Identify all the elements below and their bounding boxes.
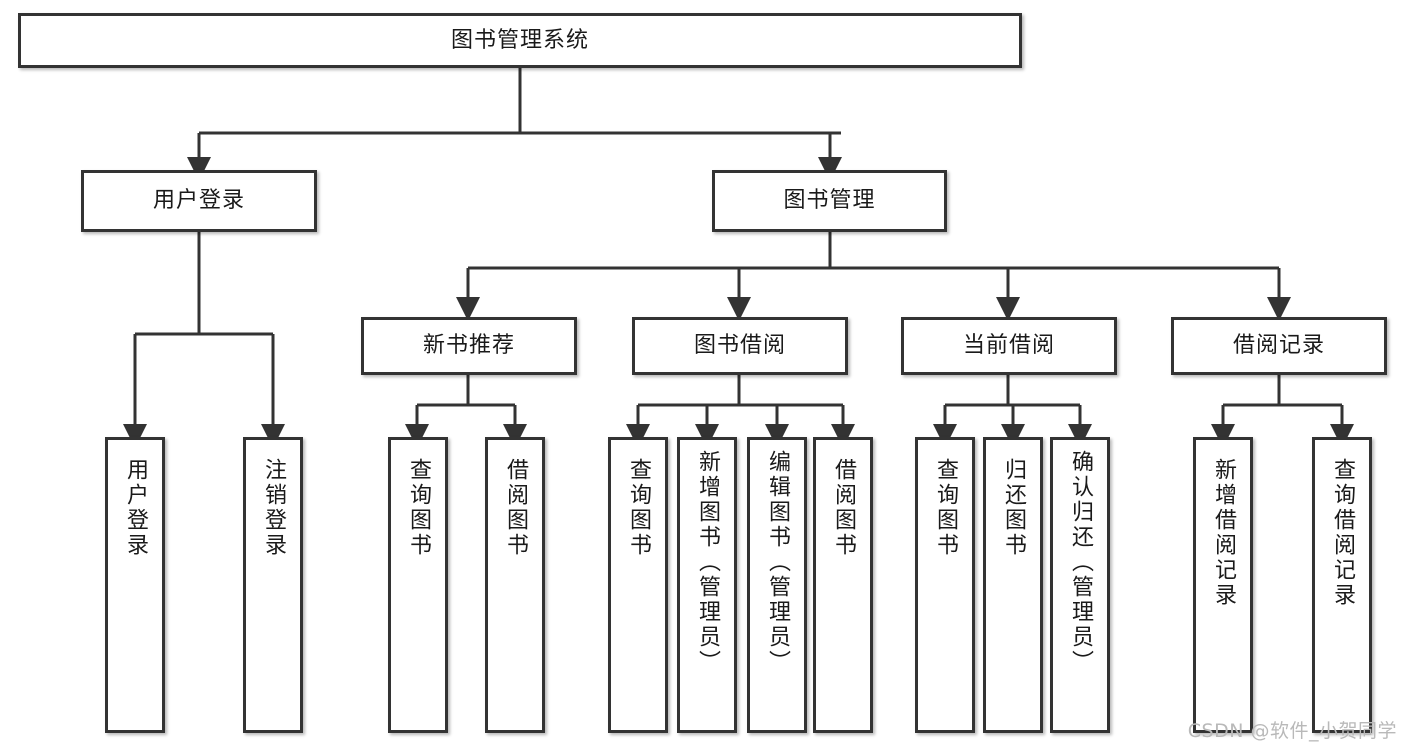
node-root-system[interactable]: 图书管理系统 [18, 13, 1022, 68]
node-label: 图书借阅 [693, 333, 786, 359]
node-current-borrow[interactable]: 当前借阅 [901, 317, 1117, 375]
node-borrow-record[interactable]: 借阅记录 [1171, 317, 1387, 375]
leaf-user-login-login[interactable]: 用户登录 [105, 437, 165, 733]
node-new-book-recommend[interactable]: 新书推荐 [361, 317, 577, 375]
node-user-login[interactable]: 用户登录 [81, 170, 317, 232]
node-book-management[interactable]: 图书管理 [712, 170, 947, 232]
node-label: 新增借阅记录 [1210, 458, 1236, 608]
node-label: 用户登录 [122, 458, 148, 558]
node-label: 编辑图书（管理员） [764, 450, 790, 675]
node-label: 归还图书 [1000, 458, 1026, 558]
leaf-current-return-book[interactable]: 归还图书 [983, 437, 1043, 733]
node-label: 查询图书 [625, 458, 651, 558]
leaf-record-query-record[interactable]: 查询借阅记录 [1312, 437, 1372, 733]
node-label: 查询图书 [405, 458, 431, 558]
node-label: 查询图书 [932, 458, 958, 558]
node-label: 注销登录 [260, 458, 286, 558]
leaf-borrow-edit-book[interactable]: 编辑图书（管理员） [747, 437, 807, 733]
node-label: 借阅图书 [502, 458, 528, 558]
node-label: 新书推荐 [422, 333, 515, 359]
leaf-recommend-query-book[interactable]: 查询图书 [388, 437, 448, 733]
leaf-recommend-borrow-book[interactable]: 借阅图书 [485, 437, 545, 733]
watermark-text: CSDN @软件_小贺同学 [1187, 720, 1397, 742]
leaf-borrow-add-book[interactable]: 新增图书（管理员） [677, 437, 737, 733]
leaf-current-query-book[interactable]: 查询图书 [915, 437, 975, 733]
node-label: 借阅记录 [1232, 333, 1325, 359]
node-label: 图书管理系统 [450, 27, 589, 53]
leaf-record-add-record[interactable]: 新增借阅记录 [1193, 437, 1253, 733]
leaf-borrow-query-book[interactable]: 查询图书 [608, 437, 668, 733]
node-book-borrow[interactable]: 图书借阅 [632, 317, 848, 375]
leaf-borrow-borrow-book[interactable]: 借阅图书 [813, 437, 873, 733]
node-label: 用户登录 [152, 188, 245, 214]
node-label: 确认归还（管理员） [1067, 450, 1093, 675]
leaf-current-confirm-return[interactable]: 确认归还（管理员） [1050, 437, 1110, 733]
node-label: 图书管理 [783, 188, 876, 214]
leaf-user-login-logout[interactable]: 注销登录 [243, 437, 303, 733]
node-label: 借阅图书 [830, 458, 856, 558]
node-label: 当前借阅 [962, 333, 1055, 359]
node-label: 查询借阅记录 [1329, 458, 1355, 608]
node-label: 新增图书（管理员） [694, 450, 720, 675]
